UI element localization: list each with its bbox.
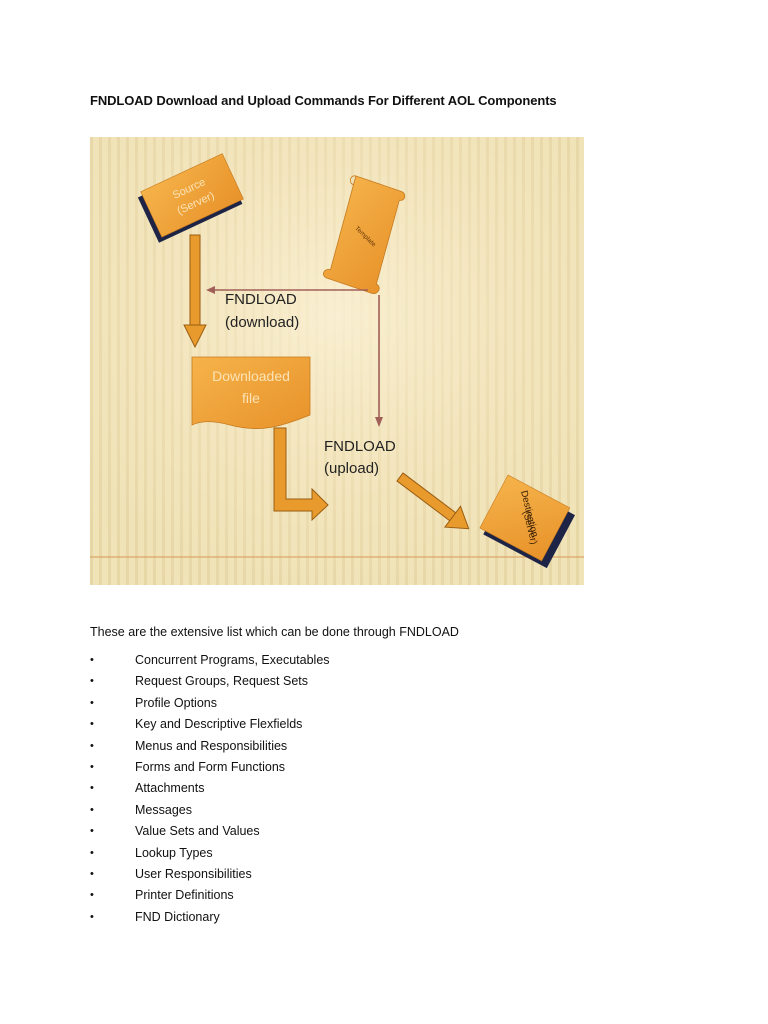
downloaded-file-line1: Downloaded xyxy=(212,368,290,384)
list-item-text: Key and Descriptive Flexfields xyxy=(135,717,303,732)
bullet-icon: • xyxy=(90,696,94,709)
bullet-icon: • xyxy=(90,718,94,731)
list-item-text: Forms and Form Functions xyxy=(135,759,286,774)
downloaded-file-line2: file xyxy=(242,390,260,406)
upload-label-line1: FNDLOAD xyxy=(324,438,396,455)
template-download-arrow xyxy=(206,286,368,294)
download-label-line2: (download) xyxy=(225,314,299,331)
list-item-text: Printer Definitions xyxy=(135,888,234,903)
list-item-text: Profile Options xyxy=(135,695,217,710)
bullet-icon: • xyxy=(90,889,94,902)
bullet-icon: • xyxy=(90,846,94,859)
bullet-icon: • xyxy=(90,675,94,688)
list-item-text: Messages xyxy=(135,802,192,817)
bullet-icon: • xyxy=(90,867,94,880)
template-scroll: Template xyxy=(323,175,406,294)
source-server-box: Source (Server) xyxy=(137,153,244,243)
list-item-text: Request Groups, Request Sets xyxy=(135,674,309,689)
list-item-text: Lookup Types xyxy=(135,845,213,860)
list-item-text: FND Dictionary xyxy=(135,909,220,924)
list-item-text: Attachments xyxy=(135,781,205,796)
bullet-icon: • xyxy=(90,782,94,795)
page-title: FNDLOAD Download and Upload Commands For… xyxy=(90,93,557,108)
destination-server-box: Destination (Server) xyxy=(479,474,575,569)
download-label-line1: FNDLOAD xyxy=(225,291,297,308)
bullet-icon: • xyxy=(90,739,94,752)
download-flow-arrow xyxy=(183,234,207,349)
bullet-icon: • xyxy=(90,825,94,838)
list-item-text: Value Sets and Values xyxy=(135,824,260,839)
bullet-icon: • xyxy=(90,760,94,773)
list-item-text: User Responsibilities xyxy=(135,866,252,881)
bullet-icon: • xyxy=(90,654,94,666)
upload-label-line2: (upload) xyxy=(324,460,379,477)
destination-arrow xyxy=(396,472,470,530)
bullet-icon: • xyxy=(90,803,94,816)
bullet-icon: • xyxy=(90,910,94,923)
list-item-text: Menus and Responsibilities xyxy=(135,738,288,753)
intro-text: These are the extensive list which can b… xyxy=(90,625,459,639)
template-upload-arrow xyxy=(375,295,383,427)
downloaded-file-shape: Downloaded file xyxy=(191,356,311,430)
fndload-diagram: Source (Server) Template FNDLOAD (downlo… xyxy=(90,137,584,585)
bent-upload-arrow xyxy=(273,427,329,522)
list-item-text: Concurrent Programs, Executables xyxy=(135,653,330,667)
